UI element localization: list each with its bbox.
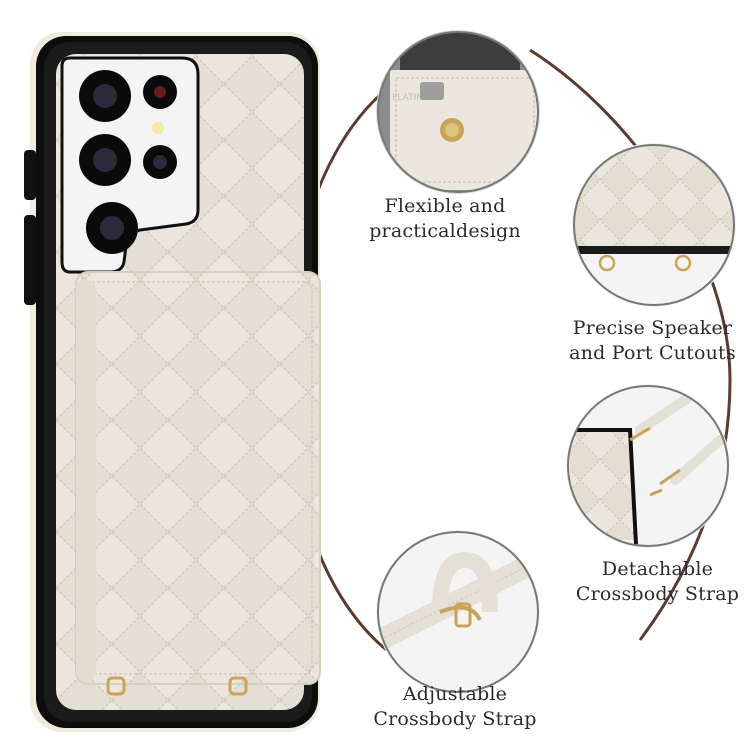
- card-text: PLATINUM: [392, 93, 437, 103]
- caption-line: Precise Speaker: [572, 317, 733, 339]
- detail-circle-detachable: [566, 384, 730, 548]
- caption-flexible-design: Flexible and practicaldesign: [360, 194, 530, 244]
- caption-line: practicaldesign: [369, 220, 521, 242]
- caption-line: and Port Cutouts: [569, 342, 736, 364]
- caption-line: Crossbody Strap: [373, 708, 537, 730]
- caption-port-cutouts: Precise Speaker and Port Cutouts: [555, 316, 750, 366]
- caption-line: Adjustable: [402, 683, 508, 705]
- caption-detachable-strap: Detachable Crossbody Strap: [565, 557, 750, 607]
- caption-adjustable-strap: Adjustable Crossbody Strap: [370, 682, 540, 732]
- detail-circle-adjustable: [376, 530, 540, 694]
- caption-line: Crossbody Strap: [575, 583, 740, 605]
- caption-line: Detachable: [601, 558, 714, 580]
- strap-rings: [106, 676, 248, 696]
- detail-circle-clasp: PLATINUM: [376, 30, 540, 194]
- phone-case: [24, 32, 321, 732]
- camera-lenses: [79, 70, 177, 254]
- caption-line: Flexible and: [384, 195, 506, 217]
- decorative-arc-right: [529, 48, 732, 641]
- card-flap: [75, 271, 321, 685]
